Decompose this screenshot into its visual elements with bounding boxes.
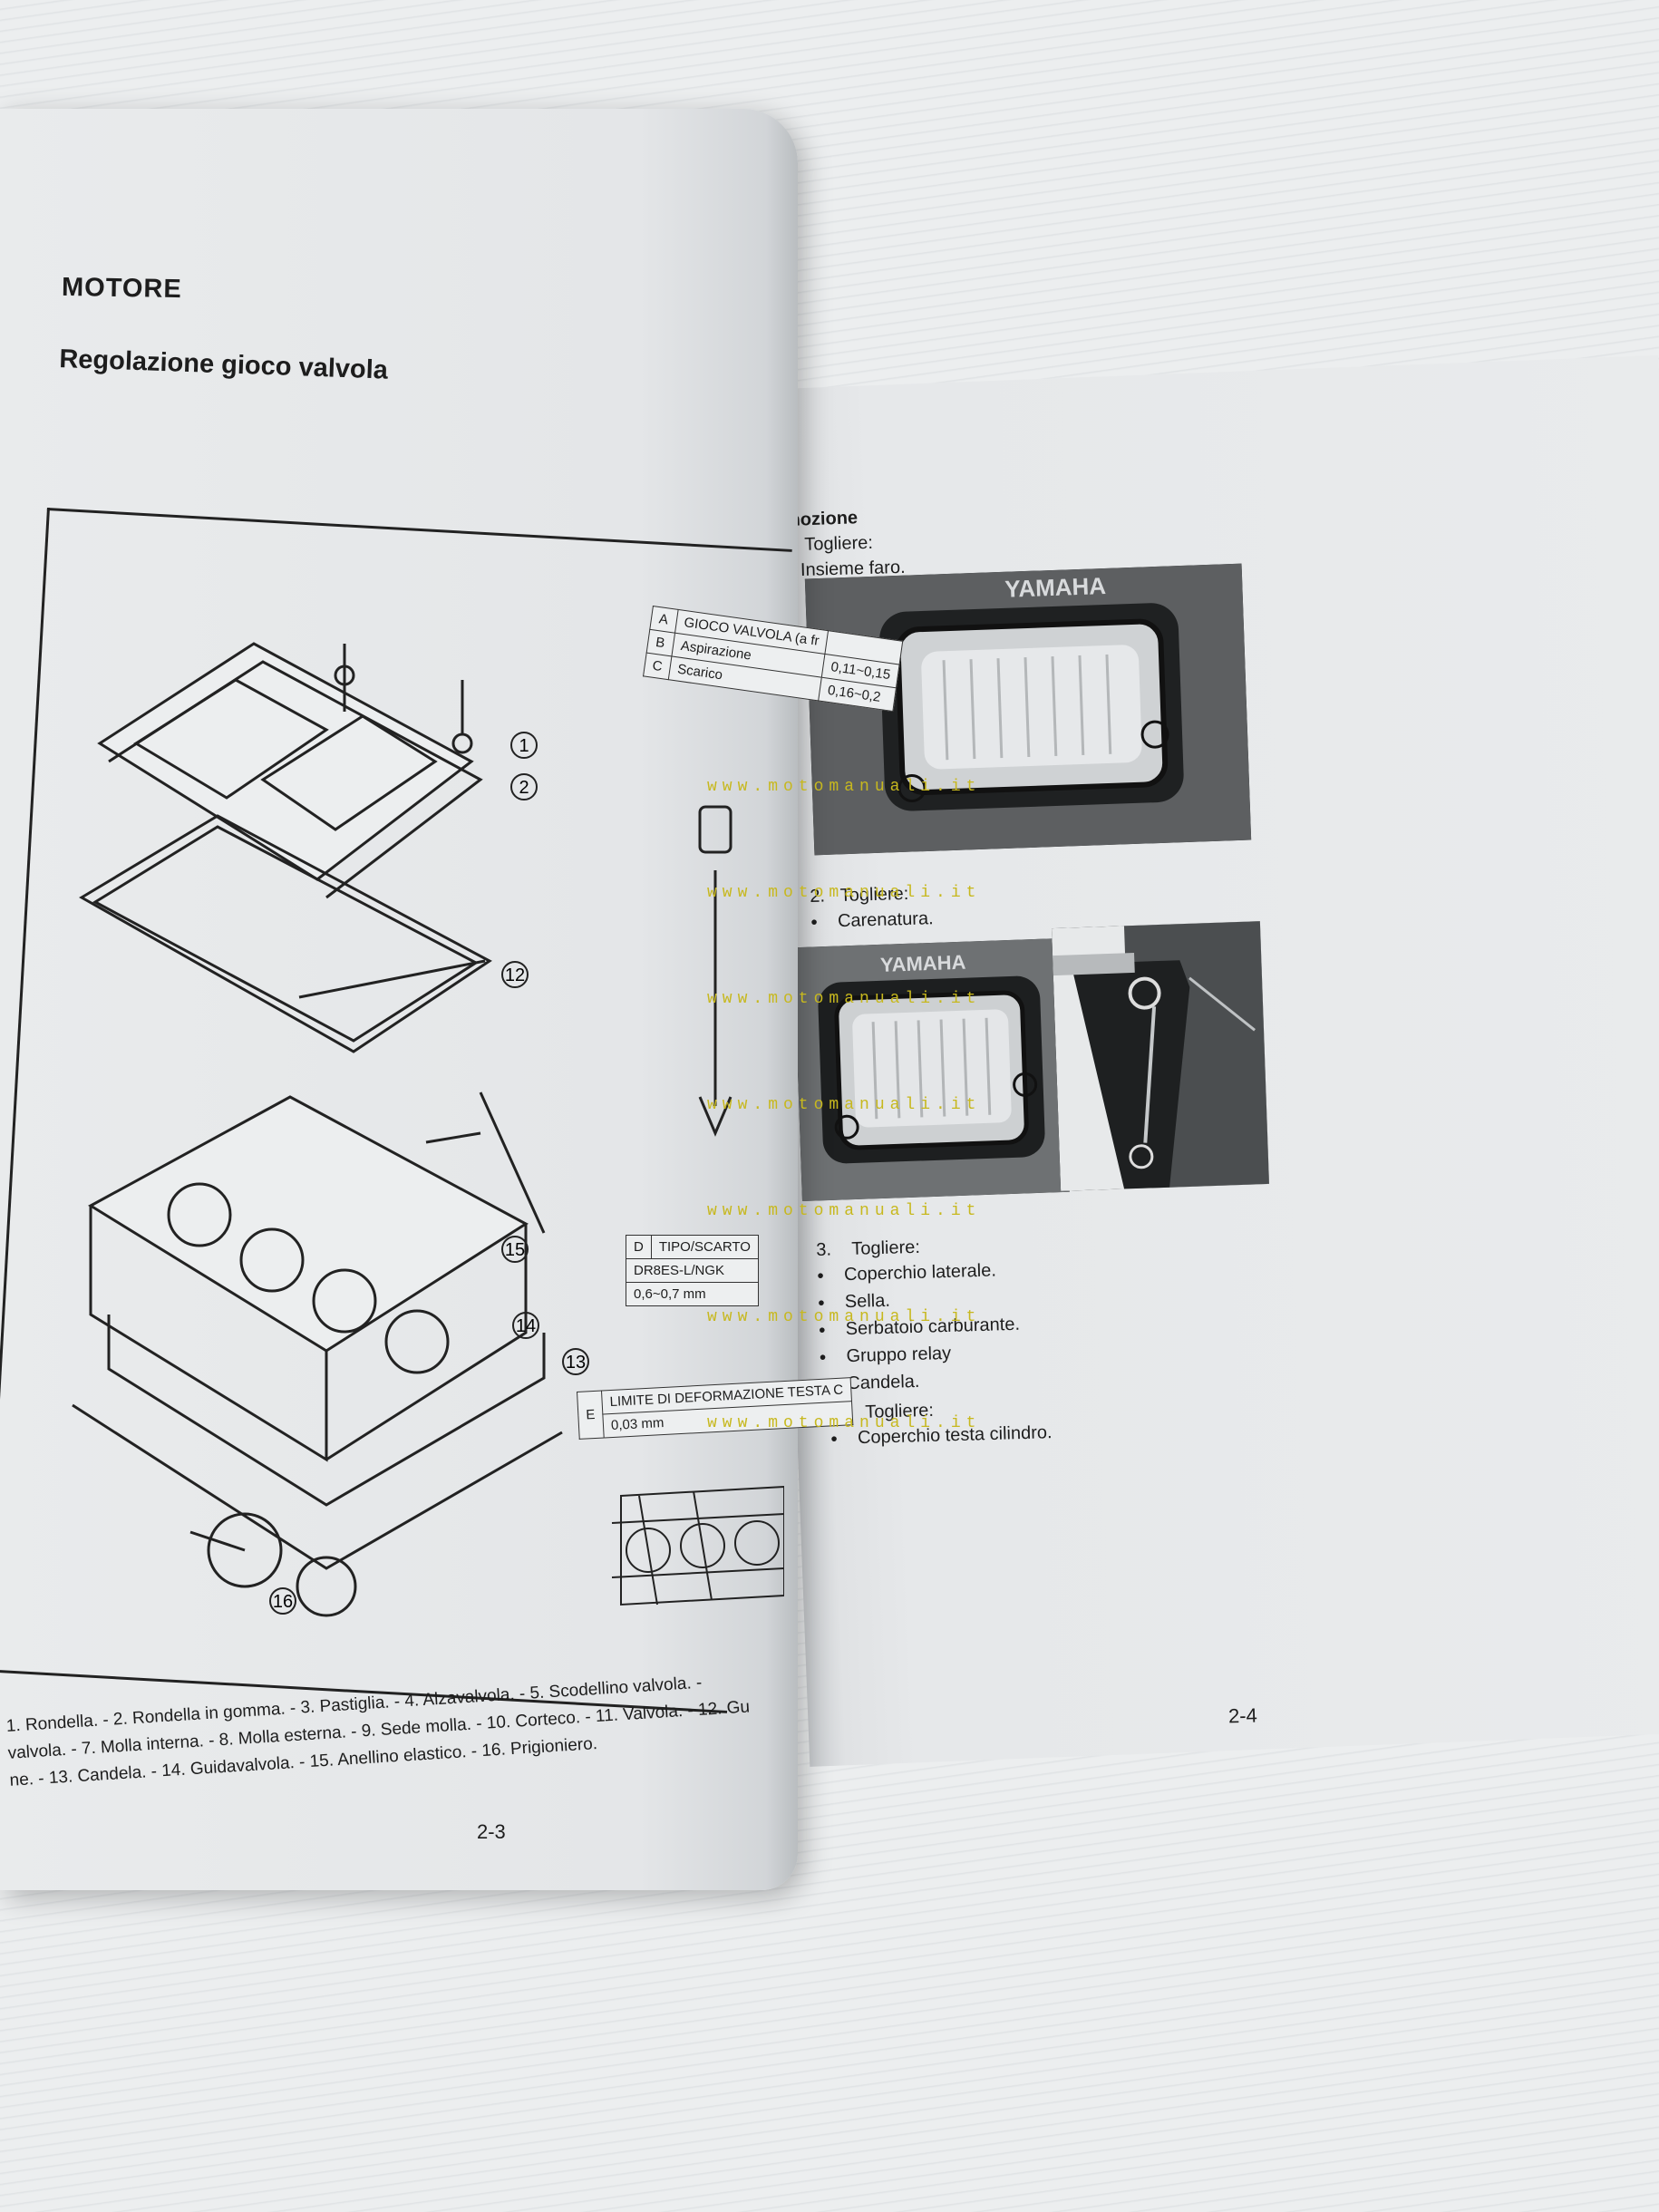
callout-15: 15 (501, 1236, 529, 1263)
watermark: www.motomanuali.it (707, 1414, 982, 1432)
right-page-number: 2-4 (1227, 1703, 1258, 1728)
headlight-photo-brand: YAMAHA (1004, 572, 1107, 603)
callout-14: 14 (512, 1312, 539, 1339)
svg-text:13: 13 (566, 1353, 586, 1373)
svg-text:1: 1 (519, 736, 529, 756)
watermark: www.motomanuali.it (707, 778, 982, 796)
warpage-check-sketch (611, 1485, 784, 1606)
bracket-photo-image (1052, 921, 1269, 1191)
step-3-item: Coperchio laterale. (817, 1257, 1019, 1290)
section-heading: MOTORE (61, 272, 183, 305)
fairing-photo: YAMAHA (793, 937, 1070, 1202)
headlight-photo: YAMAHA (804, 563, 1252, 856)
callout-1: 1 (510, 732, 538, 759)
exploded-engine-diagram: 1 2 12 13 14 15 16 (72, 642, 732, 1617)
watermark: www.motomanuali.it (707, 990, 982, 1008)
svg-text:12: 12 (505, 965, 525, 985)
callout-2: 2 (510, 773, 538, 800)
callout-12: 12 (501, 961, 529, 988)
table-row: DR8ES-L/NGK (626, 1258, 759, 1283)
headlight-photo-image: YAMAHA (804, 563, 1252, 856)
fairing-photo-image: YAMAHA (793, 937, 1070, 1202)
watermark: www.motomanuali.it (707, 1308, 982, 1326)
step-2-item: Carenatura. (810, 906, 934, 936)
svg-text:2: 2 (519, 778, 529, 798)
table-row: 0,6~0,7 mm (626, 1282, 759, 1306)
fairing-photo-brand: YAMAHA (879, 951, 965, 976)
watermark: www.motomanuali.it (707, 1202, 982, 1220)
svg-text:15: 15 (505, 1240, 525, 1260)
svg-text:14: 14 (516, 1316, 536, 1336)
left-page-number: 2-3 (477, 1820, 506, 1843)
watermark: www.motomanuali.it (707, 1096, 982, 1114)
watermark: www.motomanuali.it (707, 884, 982, 902)
svg-text:16: 16 (273, 1592, 293, 1612)
callout-13: 13 (562, 1348, 589, 1375)
left-page (0, 109, 798, 1890)
callout-16: 16 (269, 1587, 296, 1615)
bracket-photo (1052, 921, 1269, 1191)
